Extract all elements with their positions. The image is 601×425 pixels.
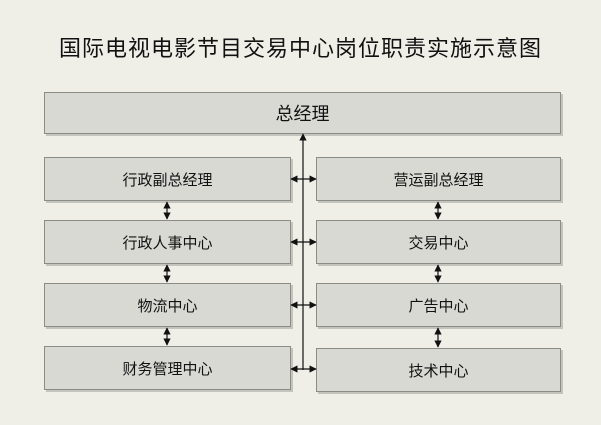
- box-technology-center: 技术中心: [316, 348, 561, 392]
- box-finance-center: 财务管理中心: [44, 346, 291, 390]
- diagram-title: 国际电视电影节目交易中心岗位职责实施示意图: [58, 37, 542, 62]
- box-trading-center: 交易中心: [316, 220, 561, 264]
- box-advertising-center: 广告中心: [316, 283, 561, 327]
- box-admin-hr-center: 行政人事中心: [44, 220, 291, 264]
- box-general-manager: 总经理: [44, 92, 561, 134]
- box-operations-vice-gm: 营运副总经理: [316, 157, 561, 201]
